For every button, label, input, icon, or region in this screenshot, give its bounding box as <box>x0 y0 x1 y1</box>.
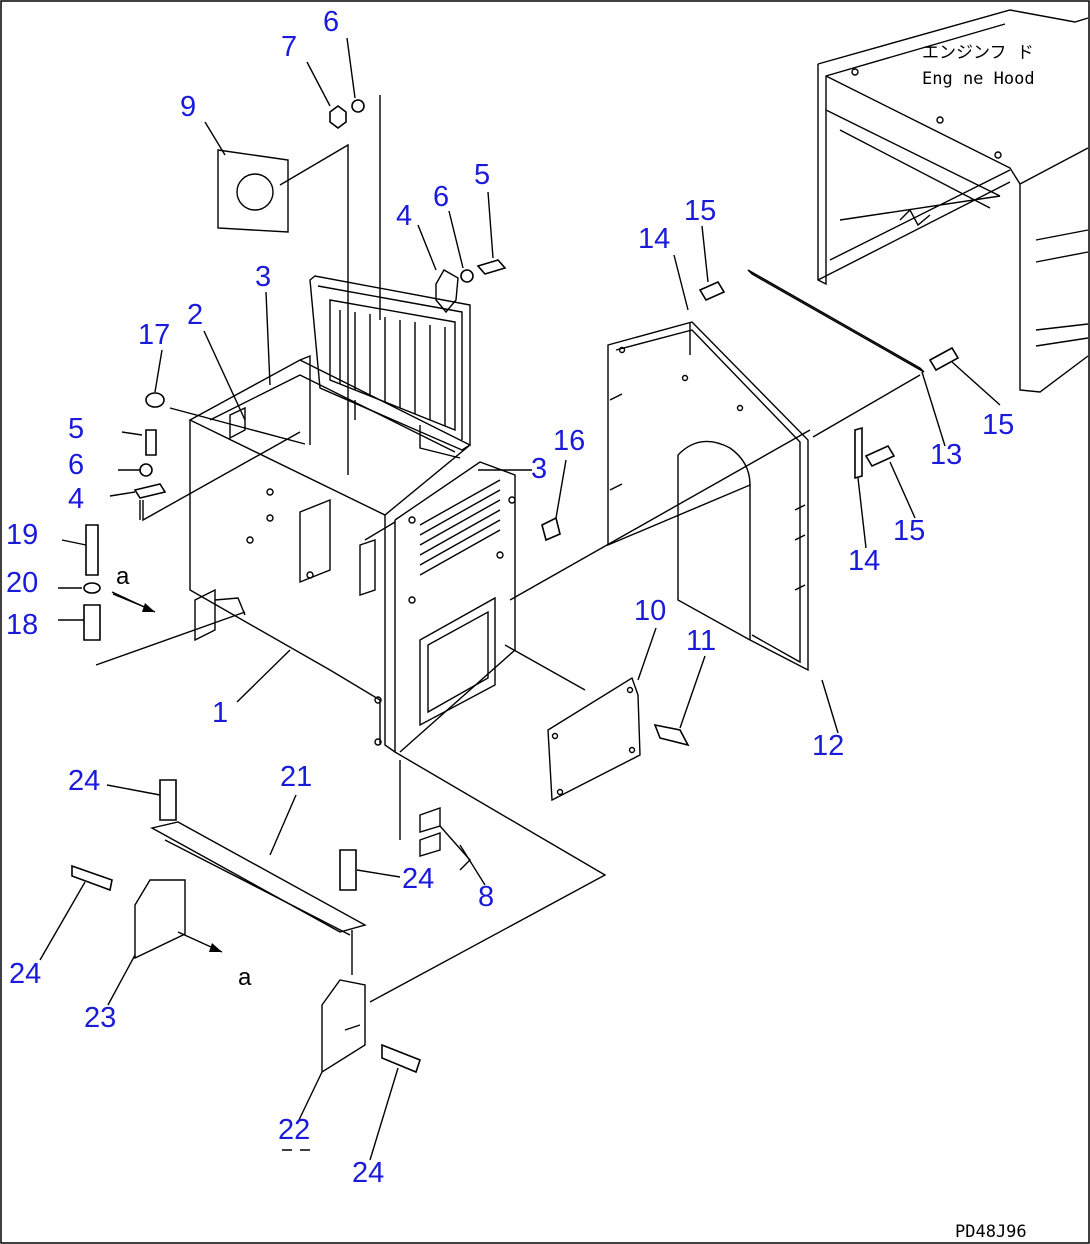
callout-24: 24 <box>68 765 100 797</box>
callout-14: 14 <box>638 223 670 255</box>
bolt-24-c <box>71 864 113 892</box>
washer-6-left <box>139 463 153 477</box>
callout-9: 9 <box>180 91 196 123</box>
callout-5: 5 <box>68 413 84 445</box>
callout-4: 4 <box>396 200 412 232</box>
view-marker-lower: a <box>238 964 252 991</box>
drawing-code: PD48J96 <box>955 1222 1027 1242</box>
callout-12: 12 <box>812 730 844 762</box>
callout-7: 7 <box>281 31 297 63</box>
leader-lines <box>95 95 921 1003</box>
bolt-15-right <box>928 346 960 372</box>
access-plate <box>547 676 641 802</box>
callout-23: 23 <box>84 1002 116 1034</box>
callout-18: 18 <box>6 609 38 641</box>
view-arrows: a a <box>111 563 252 991</box>
cap-17 <box>145 392 165 408</box>
callout-16: 16 <box>553 425 585 457</box>
callout-8: 8 <box>478 881 494 913</box>
strip-14 <box>854 426 863 480</box>
callout-21: 21 <box>280 761 312 793</box>
washer-20 <box>83 582 101 594</box>
callout-11: 11 <box>686 625 716 657</box>
callout-24: 24 <box>402 863 434 895</box>
callout-24: 24 <box>9 958 41 990</box>
bottom-bracket-21 <box>150 821 367 936</box>
callout-5: 5 <box>474 159 490 191</box>
bolt-5-left <box>145 429 157 456</box>
bracket-top <box>435 269 459 314</box>
callout-pointers <box>39 37 1001 1161</box>
nut-7 <box>329 105 347 129</box>
washer-6-top <box>351 99 365 113</box>
callout-19: 19 <box>6 519 38 551</box>
callout-6: 6 <box>323 6 339 38</box>
side-cover-panel <box>607 321 809 672</box>
callout-3: 3 <box>531 453 547 485</box>
engine-hood-drawing <box>817 9 1089 393</box>
view-marker-upper: a <box>116 563 130 590</box>
bolt-24-b <box>339 849 357 891</box>
bottom-bracket-23 <box>134 879 186 960</box>
view-arrow-head-lower <box>209 943 222 952</box>
grommet-16 <box>541 516 561 542</box>
callout-6: 6 <box>433 181 449 213</box>
callout-14: 14 <box>848 545 880 577</box>
main-cover-body <box>188 354 516 754</box>
callout-20: 20 <box>6 567 38 599</box>
callout-24: 24 <box>352 1157 384 1189</box>
callout-4: 4 <box>68 483 84 515</box>
callout-1: 1 <box>212 697 228 729</box>
callout-6: 6 <box>68 449 84 481</box>
front-louvers <box>419 479 501 576</box>
callout-15: 15 <box>893 515 925 547</box>
washer-6-right <box>460 269 474 283</box>
view-arrow-head-upper <box>142 603 155 612</box>
bolt-24-d <box>381 1043 421 1074</box>
bolt-15-mid <box>864 444 896 468</box>
bolt-15-top <box>698 280 726 302</box>
bolt-5-top <box>476 259 507 275</box>
engine-hood-en-label: Eng ne Hood <box>922 69 1035 89</box>
callout-15: 15 <box>982 409 1014 441</box>
bottom-bracket-22 <box>321 979 366 1074</box>
callout-10: 10 <box>634 595 666 627</box>
callout-3: 3 <box>255 261 271 293</box>
callout-17: 17 <box>138 319 170 351</box>
callout-13: 13 <box>930 439 962 471</box>
callout-22: 22 <box>278 1114 310 1146</box>
small-plate-8 <box>419 807 471 871</box>
bolt-24-a <box>159 779 177 821</box>
cover-plate <box>217 149 289 233</box>
engine-hood-jp-label: エンジンフ ド <box>922 43 1034 63</box>
spacer-18 <box>83 604 101 641</box>
bolt-19 <box>85 524 99 576</box>
callout-2: 2 <box>187 299 203 331</box>
callout-15: 15 <box>684 195 716 227</box>
top-grille-panel <box>309 275 471 459</box>
part-callouts: 6 7 9 4 6 5 15 14 3 2 17 5 6 4 16 3 15 1… <box>6 6 1014 1189</box>
seal-strip <box>747 269 925 373</box>
bolt-11 <box>653 723 690 747</box>
hardware-parts <box>71 99 960 1074</box>
bracket-4-left <box>133 483 167 499</box>
